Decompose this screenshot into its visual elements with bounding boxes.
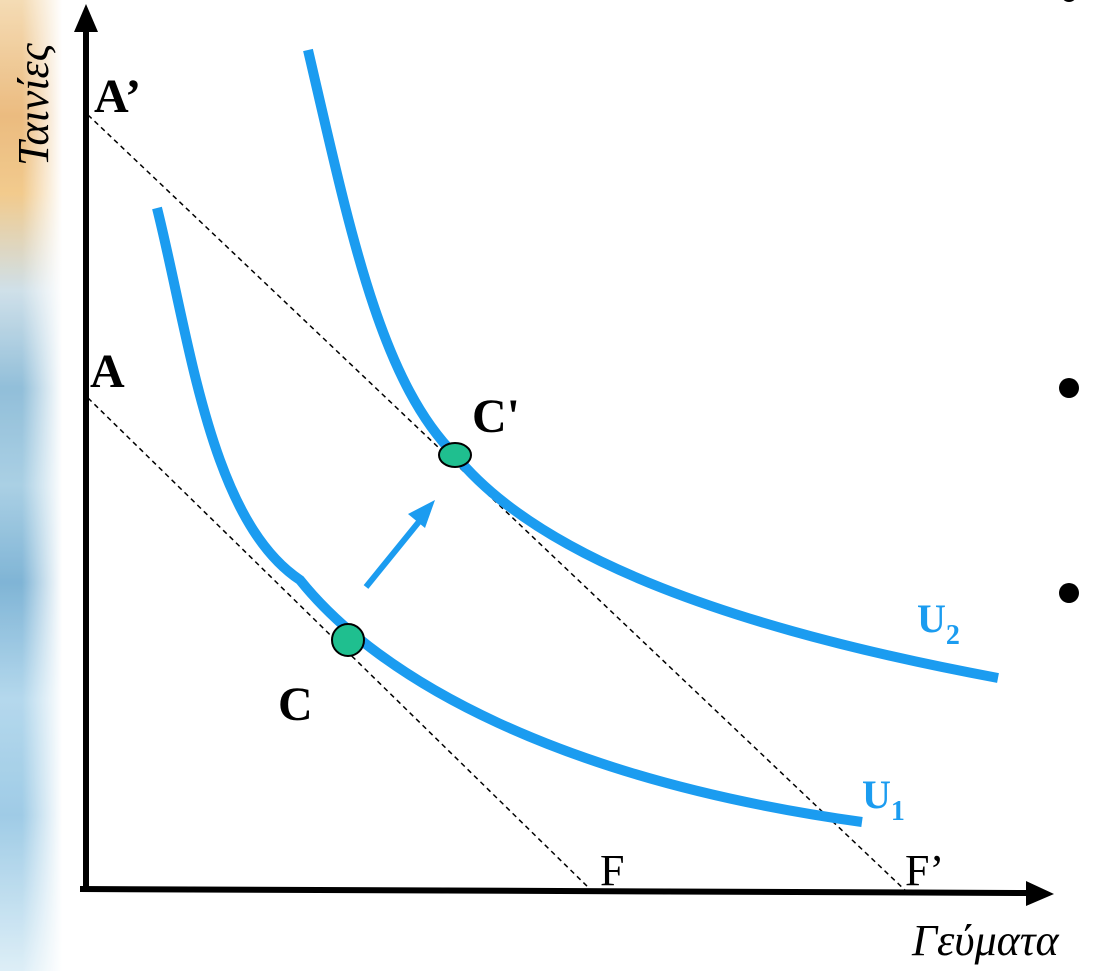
label-a: A [90, 345, 125, 398]
label-u2-main: U [917, 596, 946, 641]
decorative-side-gradient [0, 0, 62, 971]
label-c: C [278, 678, 313, 731]
label-u2-sub: 2 [946, 620, 960, 651]
x-axis-arrowhead [1026, 881, 1054, 906]
label-a-prime: A’ [94, 70, 141, 123]
budget-line-new [87, 114, 908, 893]
label-u2: U2 [917, 596, 960, 651]
indifference-curve-u1 [152, 206, 863, 827]
y-axis-arrowhead [74, 4, 98, 32]
tangency-point-c-prime [438, 442, 472, 468]
slide-bullet-2 [1059, 583, 1079, 603]
tangency-point-c [331, 623, 365, 657]
label-u1: U1 [862, 772, 905, 827]
label-f-prime: F’ [905, 846, 944, 895]
shift-arrow [363, 516, 425, 589]
label-c-prime: C' [472, 390, 520, 443]
label-u1-main: U [862, 772, 891, 817]
label-u1-sub: 1 [891, 796, 905, 827]
indifference-curve-u2 [303, 48, 999, 683]
x-axis [79, 886, 1031, 896]
label-f: F [600, 846, 624, 895]
slide-bullet-1 [1059, 378, 1079, 398]
shift-arrowhead [408, 500, 435, 528]
slide-bullet-top [1061, 0, 1077, 2]
y-axis-title: Ταινίες [9, 42, 58, 166]
x-axis-title: Γεύματα [911, 916, 1059, 965]
